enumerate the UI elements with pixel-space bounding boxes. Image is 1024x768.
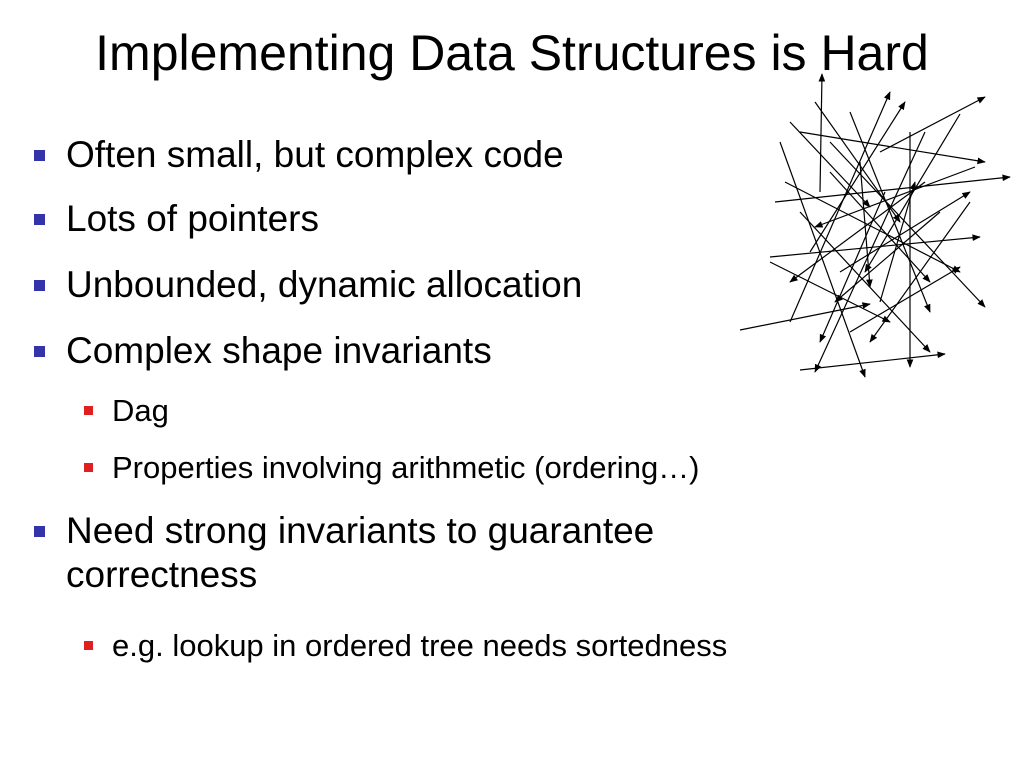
slide-title: Implementing Data Structures is Hard <box>95 25 929 81</box>
bullet-text: Often small, but complex code <box>66 134 564 175</box>
square-bullet-icon <box>34 150 45 161</box>
sub-bullet-item: Dag <box>84 392 169 430</box>
square-bullet-icon <box>34 280 45 291</box>
bullet-item: Often small, but complex code <box>34 133 564 177</box>
bullet-item: Complex shape invariants <box>34 329 492 373</box>
square-bullet-icon <box>84 641 93 650</box>
bullet-text-line: Need strong invariants to guarantee <box>66 510 655 551</box>
pointer-tangle-illustration <box>739 73 1011 378</box>
sub-bullet-text: Properties involving arithmetic (orderin… <box>112 450 700 485</box>
sub-bullet-item: Properties involving arithmetic (orderin… <box>84 449 700 487</box>
bullet-item: Lots of pointers <box>34 197 319 241</box>
bullet-text-line: correctness <box>66 554 258 595</box>
bullet-text: Lots of pointers <box>66 198 319 239</box>
square-bullet-icon <box>34 214 45 225</box>
bullet-item: Unbounded, dynamic allocation <box>34 263 583 307</box>
sub-bullet-text: Dag <box>112 393 169 428</box>
square-bullet-icon <box>34 526 45 537</box>
sub-bullet-item: e.g. lookup in ordered tree needs sorted… <box>84 627 728 665</box>
square-bullet-icon <box>84 406 93 415</box>
sub-bullet-text: e.g. lookup in ordered tree needs sorted… <box>112 628 728 663</box>
square-bullet-icon <box>34 346 45 357</box>
square-bullet-icon <box>84 463 93 472</box>
bullet-text: Complex shape invariants <box>66 330 492 371</box>
bullet-text: Unbounded, dynamic allocation <box>66 264 583 305</box>
bullet-item: Need strong invariants to guarantee corr… <box>34 509 655 597</box>
